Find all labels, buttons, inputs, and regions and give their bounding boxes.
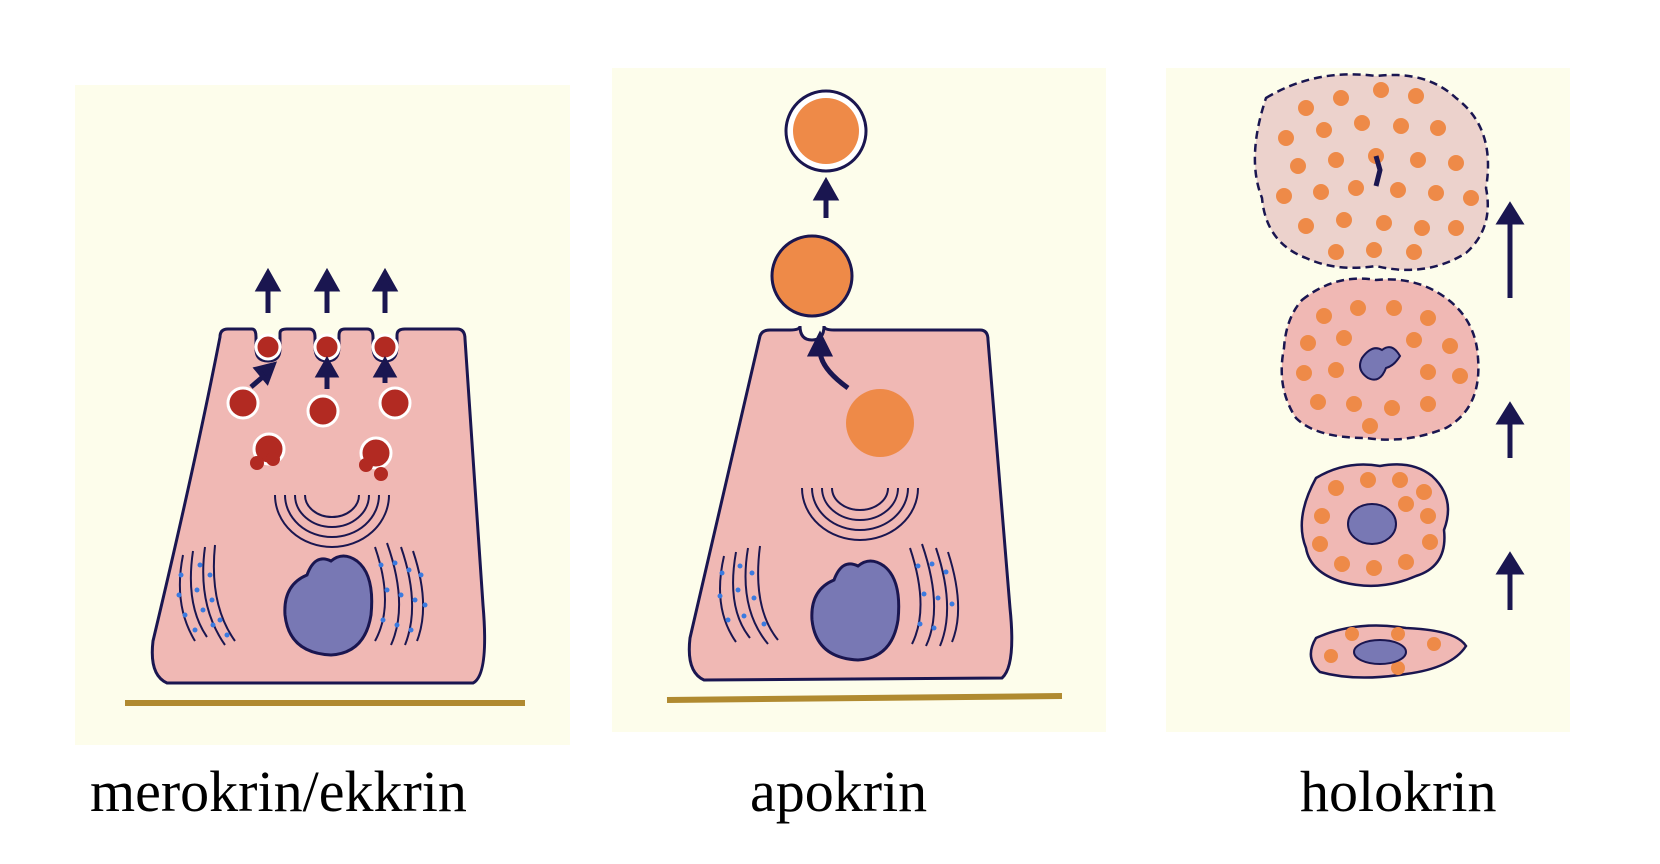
degenerating-granules (1296, 300, 1468, 434)
golgi-apparatus (274, 494, 390, 548)
progression-arrows (1495, 201, 1525, 610)
rough-er-left (178, 544, 236, 646)
holocrine-panel (1166, 68, 1570, 732)
pyknotic-nucleus (1373, 155, 1383, 187)
budding-granule (770, 234, 854, 318)
merocrine-cell-icon (75, 85, 570, 745)
apocrine-cell-icon (612, 68, 1106, 732)
maturing-nucleus (1347, 503, 1397, 545)
ruptured-cell (1253, 73, 1490, 272)
apocrine-caption: apokrin (750, 759, 928, 824)
ribosomes-right (378, 560, 428, 633)
released-granule-core (793, 98, 859, 164)
ribosomes-left (717, 563, 767, 627)
shrinking-nucleus (1359, 346, 1402, 381)
basal-granules (1324, 627, 1441, 675)
golgi-apparatus (801, 487, 919, 541)
golgi-vesicles (250, 452, 388, 481)
ribosomes-right (915, 561, 955, 631)
rough-er-right (909, 543, 960, 647)
maturing-granules (1312, 472, 1438, 576)
holocrine-caption: holokrin (1300, 759, 1497, 824)
cytoplasmic-granule (846, 389, 914, 457)
ribosomes-left (176, 562, 230, 638)
cell-body (687, 325, 1014, 682)
basement-membrane (666, 693, 1063, 703)
nucleus (810, 559, 901, 662)
rough-er-right (374, 542, 425, 646)
secretion-arrows (249, 267, 399, 389)
merocrine-panel (75, 85, 570, 745)
apocrine-panel (612, 68, 1106, 732)
rough-er-left (719, 545, 779, 645)
basal-nucleus (1353, 639, 1407, 665)
secretion-arrows (806, 176, 850, 391)
holocrine-cell-sequence-icon (1166, 68, 1570, 732)
merocrine-caption: merokrin/ekkrin (90, 759, 467, 824)
nucleus (283, 554, 374, 657)
